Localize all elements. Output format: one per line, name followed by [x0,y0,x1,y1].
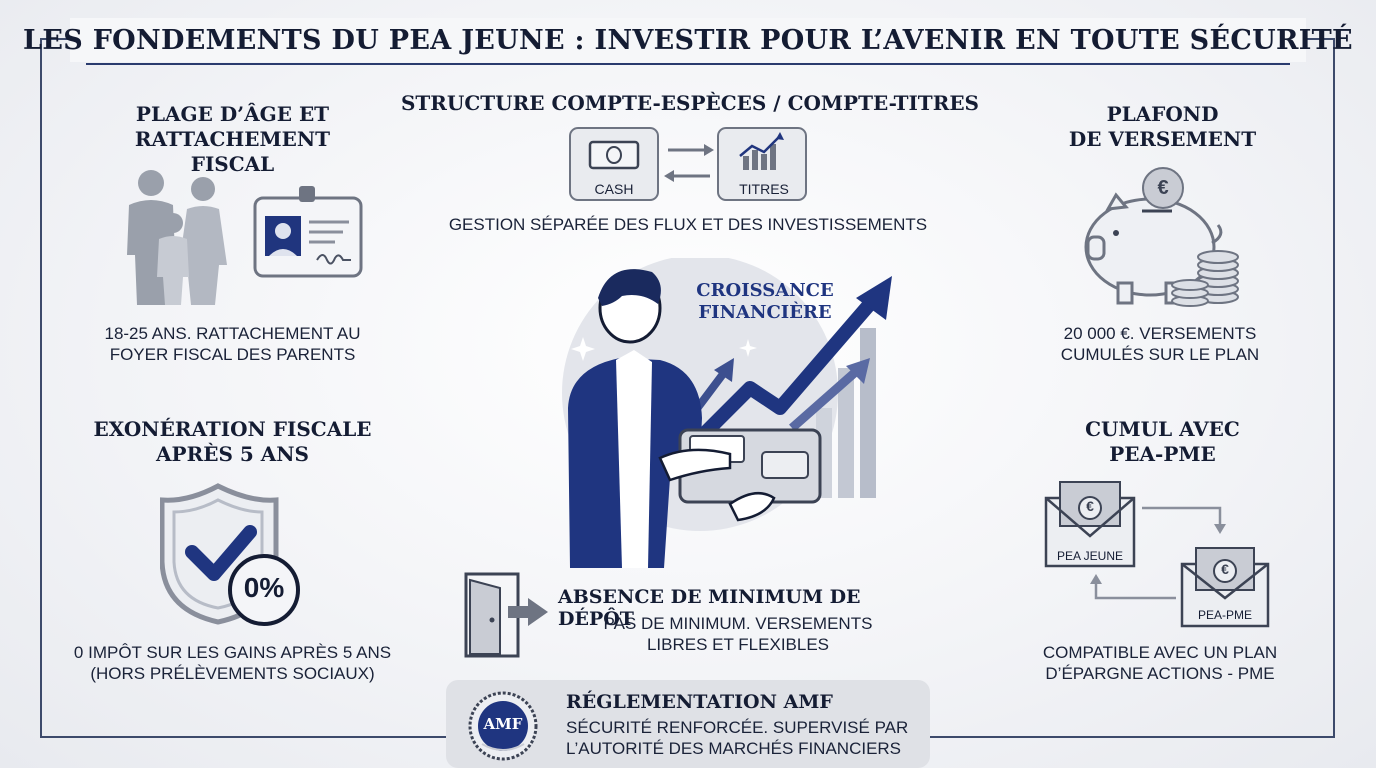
pea-pme-label: PEA-PME [1197,608,1252,622]
zero-percent-badge: 0% [243,572,285,603]
euro-coin-icon: € [1142,167,1184,209]
cumul-description: COMPATIBLE AVEC UN PLAN D’ÉPARGNE ACTION… [1010,642,1310,684]
cumul-heading-line2: PEA-PME [1109,442,1216,466]
depot-desc-line2: LIBRES ET FLEXIBLES [646,635,830,654]
exoneration-heading: EXONÉRATION FISCALE APRÈS 5 ANS [75,417,390,467]
plafond-heading-line1: PLAFOND [1106,102,1219,126]
cumul-heading: CUMUL AVEC PEA-PME [1040,417,1285,467]
plafond-desc-line1: 20 000 €. VERSEMENTS [1063,324,1257,343]
euro-icon-1: € [1086,498,1094,514]
age-heading-line2: RATTACHEMENT FISCAL [134,127,331,176]
plafond-heading-line2: DE VERSEMENT [1068,127,1257,151]
amf-heading: RÉGLEMENTATION AMF [566,691,833,713]
pea-jeune-label: PEA JEUNE [1056,549,1124,563]
depot-description: PAS DE MINIMUM. VERSEMENTS LIBRES ET FLE… [582,613,894,655]
shield-check-icon [160,482,310,632]
amf-description: SÉCURITÉ RENFORCÉE. SUPERVISÉ PAR L’AUTO… [566,717,916,759]
cash-titres-diagram [568,126,808,204]
exoneration-heading-line2: APRÈS 5 ANS [156,442,309,466]
title-banner: LES FONDEMENTS DU PEA JEUNE : INVESTIR P… [23,18,1353,62]
age-desc-line1: 18-25 ANS. RATTACHEMENT AU [104,324,361,343]
growth-label: CROISSANCE FINANCIÈRE [680,280,850,324]
age-desc-line2: FOYER FISCAL DES PARENTS [109,345,356,364]
investor-growth-illustration [530,258,910,568]
piggy-bank-icon [1080,165,1250,313]
door-arrow-icon [464,570,554,660]
depot-desc-line1: PAS DE MINIMUM. VERSEMENTS [603,614,873,633]
plafond-heading: PLAFOND DE VERSEMENT [1040,102,1285,152]
page-title: LES FONDEMENTS DU PEA JEUNE : INVESTIR P… [23,24,1353,56]
structure-heading: STRUCTURE COMPTE-ESPÈCES / COMPTE-TITRES [400,91,980,115]
cumul-desc-line2: D’ÉPARGNE ACTIONS - PME [1045,664,1275,683]
title-underline [86,63,1290,65]
age-description: 18-25 ANS. RATTACHEMENT AU FOYER FISCAL … [60,323,405,365]
structure-description: GESTION SÉPARÉE DES FLUX ET DES INVESTIS… [448,215,928,234]
amf-seal-text: AMF [483,715,523,733]
cumul-desc-line1: COMPATIBLE AVEC UN PLAN [1042,643,1278,662]
id-card-icon [253,184,365,280]
growth-label-line2: FINANCIÈRE [698,302,832,323]
titres-label: TITRES [739,181,789,197]
amf-desc-line2: L’AUTORITÉ DES MARCHÉS FINANCIERS [566,739,902,758]
depot-heading: ABSENCE DE MINIMUM DE DÉPÔT [558,586,861,630]
plafond-description: 20 000 €. VERSEMENTS CUMULÉS SUR LE PLAN [1010,323,1310,365]
plafond-desc-line2: CUMULÉS SUR LE PLAN [1060,345,1260,364]
amf-seal-icon [466,690,540,762]
exoneration-desc-line1: 0 IMPÔT SUR LES GAINS APRÈS 5 ANS [73,643,392,662]
cash-label: CASH [594,181,634,197]
age-heading-line1: PLAGE D’ÂGE ET [135,102,330,126]
family-icon [115,165,245,310]
exoneration-heading-line1: EXONÉRATION FISCALE [93,417,372,441]
growth-label-line1: CROISSANCE [696,280,834,301]
amf-desc-line1: SÉCURITÉ RENFORCÉE. SUPERVISÉ PAR [566,718,909,737]
exoneration-description: 0 IMPÔT SUR LES GAINS APRÈS 5 ANS (HORS … [40,642,425,684]
euro-icon-2: € [1221,561,1229,577]
age-heading: PLAGE D’ÂGE ET RATTACHEMENT FISCAL [90,102,375,177]
envelopes-diagram [1040,478,1280,628]
exoneration-desc-line2: (HORS PRÉLÈVEMENTS SOCIAUX) [90,664,375,683]
cumul-heading-line1: CUMUL AVEC [1085,417,1240,441]
